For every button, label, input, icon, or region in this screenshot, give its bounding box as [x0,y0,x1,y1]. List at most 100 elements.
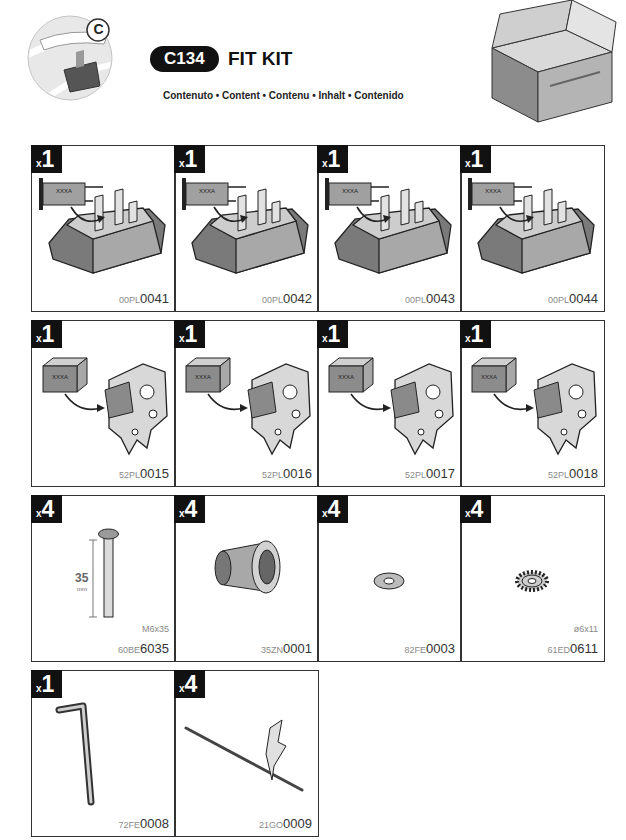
part-prefix: 52PL [405,470,426,480]
quantity-x: x [36,333,42,344]
title: FIT KIT [228,48,292,70]
part-code: 0001 [283,641,312,656]
quantity-number: 1 [328,321,341,347]
part-code: 0611 [570,641,598,656]
part-cell: x460BE6035 [31,495,176,662]
quantity-x: x [465,333,471,344]
quantity-badge: x1 [317,145,348,173]
quantity-badge: x4 [317,495,348,523]
part-number: 52PL0015 [119,464,169,482]
part-code: 0015 [140,466,169,481]
sleeve [215,541,280,593]
part-prefix: 35ZN [261,645,283,655]
part-number: 61ED0611 [548,639,598,657]
quantity-x: x [179,158,185,169]
foot-pad [182,178,308,273]
part-cell: x4 61ED0611 [460,495,605,662]
part-code: 0018 [569,466,598,481]
part-number: 72FE0008 [119,814,169,832]
quantity-x: x [322,158,328,169]
washer [374,573,404,589]
quantity-number: 4 [328,496,341,522]
quantity-badge: x1 [31,670,62,698]
part-code: 0044 [569,291,598,306]
part-cell: x1 72FE0008 [31,670,176,837]
allen-key [59,706,91,802]
part-code: 0008 [140,816,169,831]
part-number: 52PL0016 [262,464,312,482]
kit-code: C134 [150,46,219,72]
bracket [186,358,310,454]
quantity-x: x [36,508,42,519]
quantity-number: 1 [42,321,55,347]
part-prefix: 60BE [118,645,140,655]
part-code: 0016 [283,466,312,481]
foot-pad [325,178,451,273]
quantity-x: x [465,508,471,519]
quantity-number: 1 [471,321,484,347]
tag-code: XXXA [474,188,512,194]
quantity-number: 4 [185,671,198,697]
tag-code: XXXA [45,188,83,194]
bracket [329,358,453,454]
part-number: 21GO0009 [259,814,312,832]
part-number: 00PL0043 [405,289,455,307]
quantity-number: 1 [42,671,55,697]
quantity-x: x [322,333,328,344]
tag-code: XXXA [44,374,76,380]
quantity-badge: x4 [174,670,205,698]
part-cell: x1 52PL0016 [174,320,319,487]
part-prefix: 00PL [119,295,140,305]
quantity-badge: x1 [31,320,62,348]
quantity-badge: x4 [460,495,491,523]
quantity-number: 1 [185,146,198,172]
quantity-x: x [179,508,185,519]
part-cell: x1 52PL0018 [460,320,605,487]
kit-box [492,0,616,122]
part-number: 52PL0017 [405,464,455,482]
part-code: 0041 [140,291,169,306]
part-cell: x4 21GO0009 [174,670,319,837]
part-cell: x1 00PL0041 [31,145,176,312]
part-number: 82FE0003 [405,639,455,657]
quantity-badge: x1 [317,320,348,348]
logo-letter: C [92,21,105,37]
part-cell: x4 82FE0003 [317,495,462,662]
quantity-x: x [36,158,42,169]
part-prefix: 00PL [405,295,426,305]
quantity-badge: x1 [174,145,205,173]
quantity-number: 1 [185,321,198,347]
part-code: 0003 [426,641,455,656]
dimension-unit: mm [77,586,87,592]
part-cell: x1 00PL0043 [317,145,462,312]
part-code: 0009 [283,816,312,831]
part-number: 52PL0018 [548,464,598,482]
size-note: M6x35 [142,624,169,634]
quantity-x: x [322,508,328,519]
trim-tool [186,720,302,790]
part-cell: x100PL0042 [174,145,319,312]
quantity-number: 4 [185,496,198,522]
quantity-badge: x1 [31,145,62,173]
quantity-x: x [465,158,471,169]
quantity-x: x [179,333,185,344]
quantity-badge: x1 [174,320,205,348]
part-code: 0043 [426,291,455,306]
quantity-x: x [36,683,42,694]
quantity-number: 4 [42,496,55,522]
part-code: 0042 [283,291,312,306]
part-prefix: 00PL [548,295,569,305]
part-cell: x1 52PL0017 [317,320,462,487]
part-prefix: 52PL [262,470,283,480]
foot-pad [468,178,594,273]
part-cell: x100PL0044 [460,145,605,312]
part-prefix: 61ED [548,645,571,655]
part-number: 00PL0041 [119,289,169,307]
part-prefix: 82FE [405,645,427,655]
bracket [472,358,596,454]
part-prefix: 52PL [548,470,569,480]
tag-code: XXXA [331,188,369,194]
quantity-x: x [179,683,185,694]
tag-code: XXXA [473,374,505,380]
